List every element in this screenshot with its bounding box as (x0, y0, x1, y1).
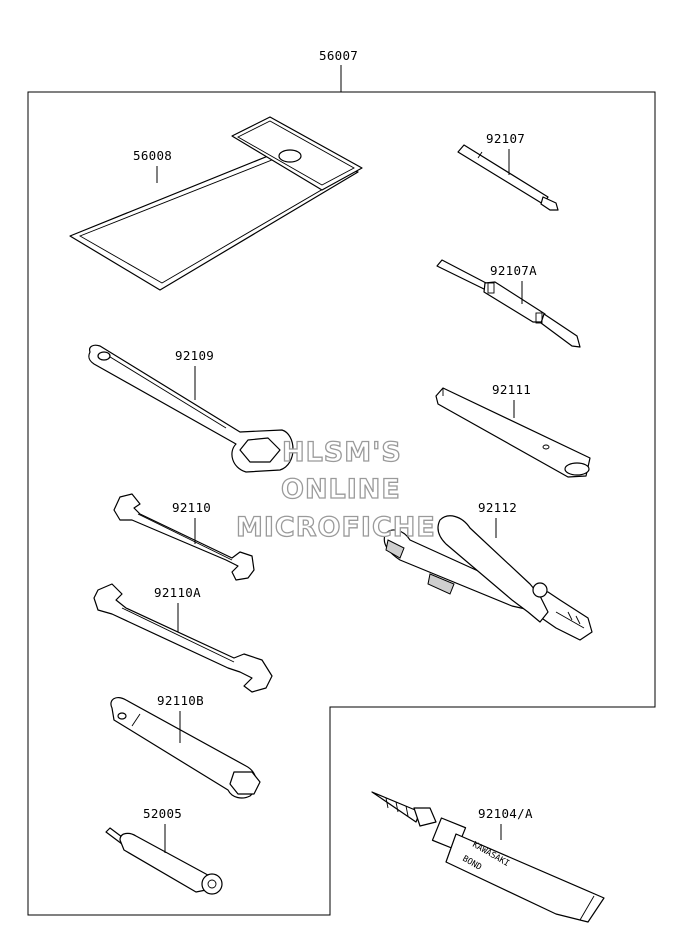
spoke-wrench-icon (105, 827, 223, 895)
part-92110A[interactable]: 92110A (93, 583, 273, 693)
part-label-92110: 92110 (172, 500, 211, 515)
part-92109[interactable]: 92109 (88, 344, 294, 473)
tool-pouch-icon (69, 116, 363, 291)
part-92111[interactable]: 92111 (435, 382, 591, 478)
part-56008[interactable]: 56008 (69, 116, 363, 291)
part-label-92112: 92112 (478, 500, 517, 515)
part-52005[interactable]: 52005 (105, 806, 223, 895)
part-92112[interactable]: 92112 (383, 500, 593, 641)
ring-spanner-icon (88, 344, 294, 473)
part-92110[interactable]: 92110 (113, 493, 255, 581)
watermark-line1: HLSM'S (282, 437, 402, 468)
part-label-92109: 92109 (175, 348, 214, 363)
watermark-line2: ONLINE (281, 474, 401, 505)
bond-tube-icon: KAWASAKI BOND (371, 791, 605, 923)
assembly-group: 56007 (27, 48, 656, 916)
screwdriver-handle-icon (435, 387, 591, 478)
watermark: HLSM'S ONLINE MICROFICHE (235, 436, 436, 543)
part-label-92110A: 92110A (154, 585, 201, 600)
screwdriver-bit-icon (457, 144, 559, 211)
part-label-92104A: 92104/A (478, 806, 533, 821)
part-label-52005: 52005 (143, 806, 182, 821)
part-92107[interactable]: 92107 (457, 131, 559, 211)
assembly-frame (27, 91, 656, 916)
open-end-wrench-large-icon (93, 583, 273, 693)
part-label-92107A: 92107A (490, 263, 537, 278)
pliers-icon (383, 515, 593, 641)
spark-plug-wrench-icon (110, 696, 261, 799)
part-label-92111: 92111 (492, 382, 531, 397)
assembly-number-label[interactable]: 56007 (319, 48, 358, 63)
part-92107A[interactable]: 92107A (436, 259, 581, 348)
part-label-92110B: 92110B (157, 693, 204, 708)
part-label-92107: 92107 (486, 131, 525, 146)
part-92104A[interactable]: KAWASAKI BOND 92104/A (371, 791, 605, 923)
open-end-wrench-icon (113, 493, 255, 581)
watermark-line3: MICROFICHE (236, 512, 436, 543)
part-label-56008: 56008 (133, 148, 172, 163)
double-end-screwdriver-icon (436, 259, 581, 348)
part-92110B[interactable]: 92110B (110, 693, 261, 799)
